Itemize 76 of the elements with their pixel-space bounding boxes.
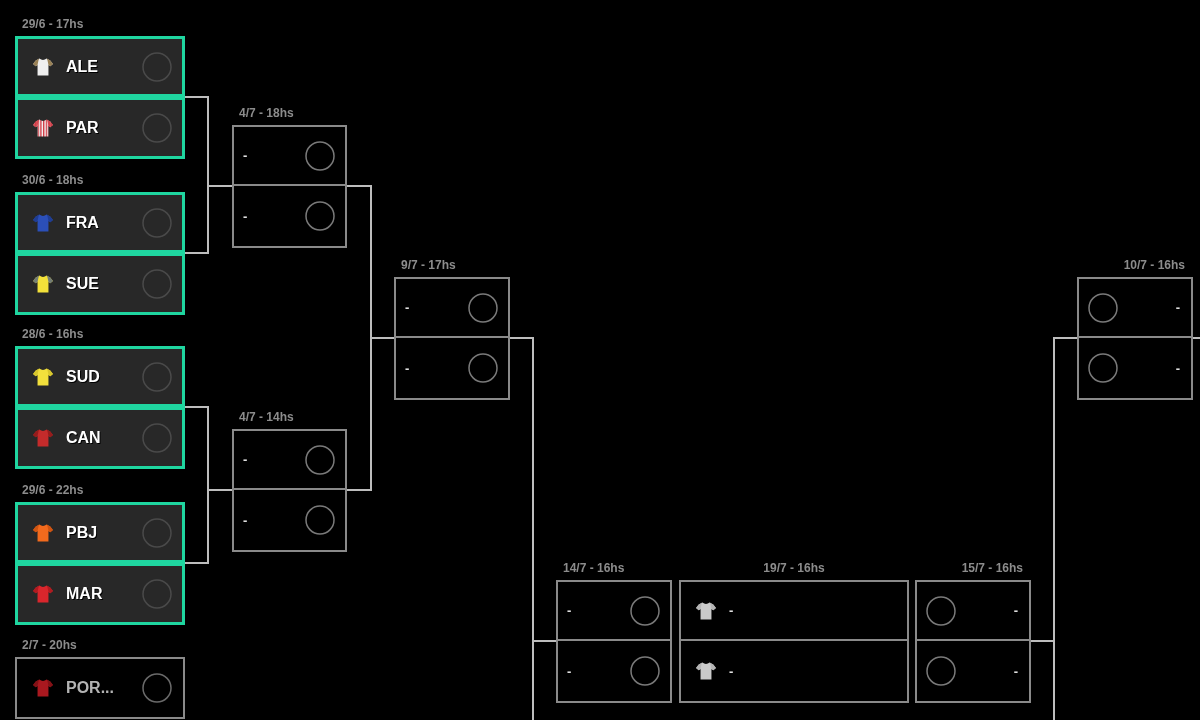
placeholder-dash: - — [243, 149, 248, 162]
placeholder-dash: - — [405, 361, 410, 375]
team-row — [15, 502, 185, 563]
match-card — [15, 17, 185, 159]
match-card — [394, 258, 510, 400]
placeholder-dash: - — [243, 453, 248, 466]
match-slot — [556, 580, 672, 641]
team-name: SUD — [66, 368, 100, 385]
placeholder-dash: - — [1013, 604, 1018, 617]
bracket-connector — [1030, 640, 1055, 720]
bracket-connector — [184, 489, 233, 564]
team-row — [15, 253, 185, 315]
match-slot — [556, 641, 672, 703]
match-slot — [1077, 277, 1193, 338]
team-name: PAR — [66, 120, 99, 136]
match-slot — [1077, 338, 1193, 400]
match-date: 30/6 - 18hs — [22, 173, 84, 187]
team-row — [15, 36, 185, 97]
match-slot — [679, 641, 909, 703]
match-card — [15, 483, 185, 625]
match-slot — [679, 580, 909, 641]
team-name: MAR — [66, 586, 103, 602]
match-card — [1077, 258, 1193, 400]
placeholder-dash: - — [243, 209, 248, 223]
match-slot — [394, 338, 510, 400]
match-slot — [232, 186, 347, 248]
placeholder-dash: - — [1175, 301, 1180, 314]
bracket-connector — [532, 640, 557, 720]
team-name: SUE — [66, 276, 99, 292]
bracket-connector — [1192, 337, 1200, 339]
placeholder-dash: - — [567, 664, 572, 678]
match-slot — [232, 490, 347, 552]
placeholder-dash: - — [405, 301, 410, 314]
match-card — [15, 327, 185, 469]
match-slot — [394, 277, 510, 338]
placeholder-dash: - — [729, 604, 734, 617]
team-name: FRA — [66, 214, 99, 231]
team-row — [15, 407, 185, 469]
team-row — [15, 346, 185, 407]
match-date: 19/7 - 16hs — [763, 561, 825, 575]
match-date: 14/7 - 16hs — [563, 561, 625, 575]
placeholder-dash: - — [1175, 361, 1180, 375]
match-card — [15, 638, 185, 719]
match-date: 4/7 - 14hs — [239, 410, 294, 424]
match-date: 15/7 - 16hs — [961, 561, 1023, 575]
match-date: 4/7 - 18hs — [239, 106, 294, 120]
match-card — [15, 173, 185, 315]
team-name: POR... — [66, 680, 114, 696]
match-date: 28/6 - 16hs — [22, 327, 84, 341]
match-date: 9/7 - 17hs — [401, 258, 456, 272]
match-slot — [915, 641, 1031, 703]
match-date: 29/6 - 17hs — [22, 17, 84, 31]
placeholder-dash: - — [1013, 664, 1018, 678]
match-slot — [232, 125, 347, 186]
team-name: CAN — [66, 430, 101, 446]
placeholder-dash: - — [729, 664, 734, 678]
team-row — [15, 97, 185, 159]
bracket-connector — [184, 185, 233, 254]
bracket-connector — [346, 337, 395, 491]
match-card — [679, 561, 909, 703]
team-name: PBJ — [66, 524, 98, 541]
team-name: ALE — [66, 58, 98, 75]
team-row — [15, 563, 185, 625]
match-slot — [232, 429, 347, 490]
match-card — [915, 561, 1031, 703]
match-card — [556, 561, 672, 703]
match-card — [232, 410, 347, 552]
placeholder-dash: - — [243, 513, 248, 527]
team-row — [15, 657, 185, 719]
match-slot — [915, 580, 1031, 641]
match-date: 2/7 - 20hs — [22, 638, 77, 652]
match-card — [232, 106, 347, 248]
match-date: 29/6 - 22hs — [22, 483, 84, 497]
team-row — [15, 192, 185, 253]
placeholder-dash: - — [567, 604, 572, 617]
match-date: 10/7 - 16hs — [1123, 258, 1185, 272]
